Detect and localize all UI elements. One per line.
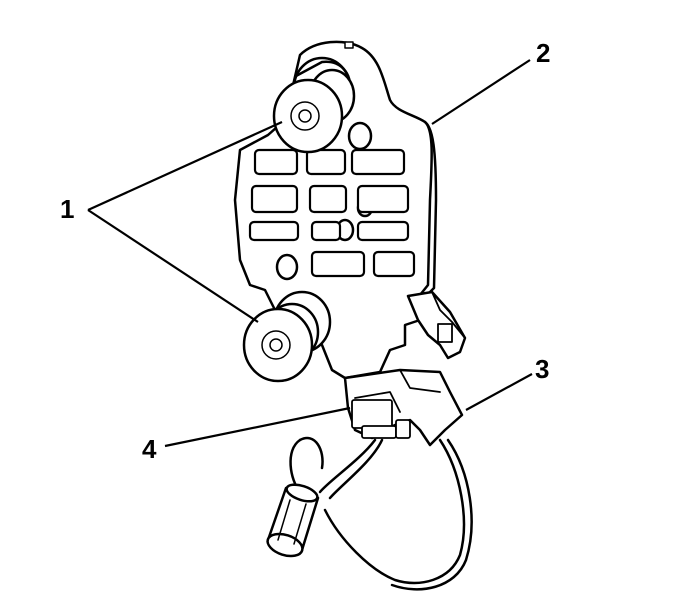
callout-1: 1	[60, 194, 75, 224]
wire-plug	[266, 483, 320, 558]
plate-hole-lower	[275, 253, 299, 281]
plate-notch	[344, 41, 354, 49]
terminal-block	[351, 399, 411, 439]
upper-solenoid	[272, 56, 356, 154]
plate-hole-upper	[347, 121, 373, 151]
leader-lines	[87, 59, 533, 448]
callout-3: 3	[535, 354, 550, 384]
plate-pockets	[248, 148, 416, 278]
lower-solenoid	[242, 290, 332, 383]
callout-4: 4	[142, 434, 157, 464]
callout-2: 2	[536, 38, 551, 68]
connector-tab	[437, 323, 453, 343]
plate-edge	[422, 120, 438, 300]
wire-harness	[289, 436, 473, 591]
